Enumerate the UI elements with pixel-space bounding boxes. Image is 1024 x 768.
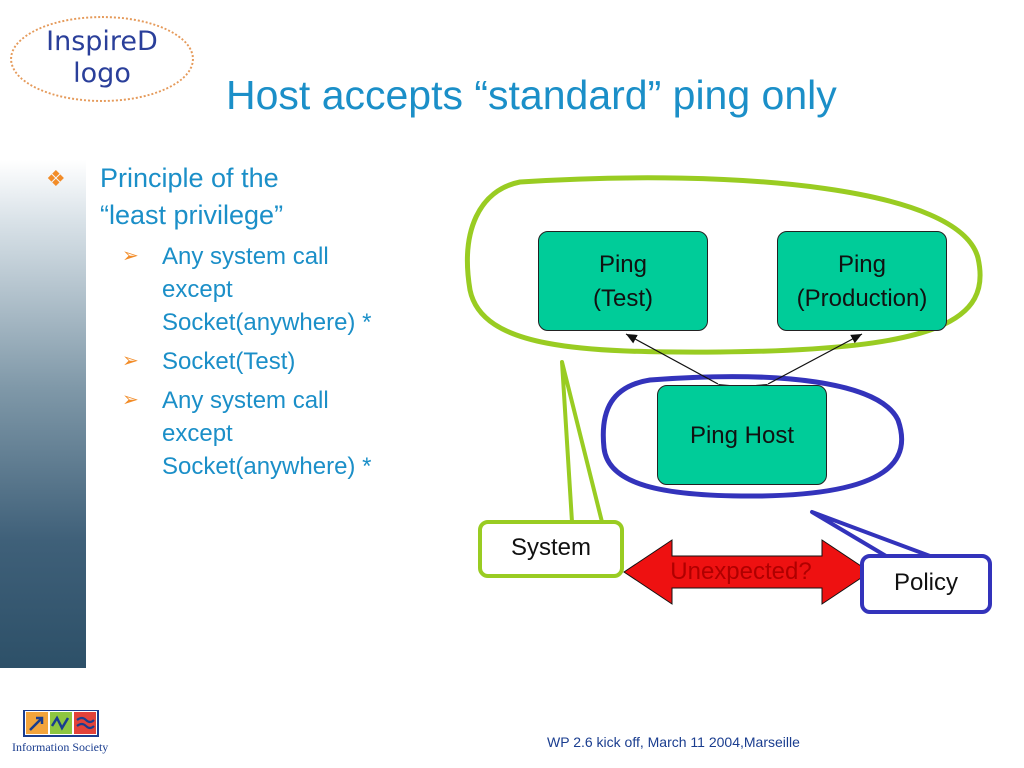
bullet-principle: ❖ Principle of the “least privilege” (46, 160, 446, 234)
ping-test-line-1: Ping (598, 251, 648, 278)
sub-bullet-3-line-2: except (162, 420, 233, 447)
sidebar-gradient (0, 160, 86, 668)
logo-line-1: InspireD (46, 26, 158, 57)
bullet-text-line-1: Principle of the (100, 163, 279, 193)
unexpected-label: Unexpected? (670, 558, 812, 585)
sub-bullet-1-line-1: Any system call (162, 243, 329, 270)
sub-bullet-3: ➢ Any system call except Socket(anywhere… (46, 384, 446, 483)
policy-callout: Policy (860, 554, 992, 614)
sub-bullet-3-line-1: Any system call (162, 387, 329, 414)
footer-text: WP 2.6 kick off, March 11 2004,Marseille (547, 734, 800, 750)
arrow-bullet-icon: ➢ (122, 245, 139, 267)
sub-bullet-3-line-3: Socket(anywhere) * (162, 453, 372, 480)
arrow-bullet-icon: ➢ (122, 350, 139, 372)
system-callout-pointer (560, 360, 604, 524)
connector-production-host (756, 333, 863, 394)
information-society-logo (23, 710, 99, 737)
information-society-text: Information Society (12, 740, 109, 754)
diamond-bullet-icon: ❖ (46, 166, 66, 191)
sub-bullet-2: ➢ Socket(Test) (46, 345, 446, 378)
system-label: System (510, 534, 591, 561)
sub-bullet-1-line-2: except (162, 276, 233, 303)
inspired-logo: InspireD logo (10, 16, 194, 102)
bullet-list: ❖ Principle of the “least privilege” ➢ A… (46, 160, 446, 483)
logo-line-2: logo (73, 58, 131, 89)
sub-bullet-2-line-1: Socket(Test) (162, 348, 296, 375)
ping-production-node: Ping (Production) (777, 231, 947, 331)
system-callout: System (478, 520, 624, 578)
ping-host-node: Ping Host (657, 385, 827, 485)
ping-production-line-1: Ping (837, 251, 887, 278)
ping-test-node: Ping (Test) (538, 231, 708, 331)
arrow-bullet-icon: ➢ (122, 389, 139, 411)
ping-test-line-2: (Test) (593, 285, 653, 312)
bullet-text-line-2: “least privilege” (100, 200, 284, 230)
ping-host-label: Ping Host (689, 422, 795, 449)
sub-bullet-1: ➢ Any system call except Socket(anywhere… (46, 240, 446, 339)
ping-production-line-2: (Production) (796, 285, 928, 312)
sub-bullet-1-line-3: Socket(anywhere) * (162, 309, 372, 336)
policy-callout-pointer (810, 510, 932, 558)
slide-title: Host accepts “standard” ping only (226, 72, 837, 118)
connector-test-host (625, 333, 730, 394)
policy-label: Policy (893, 569, 959, 596)
